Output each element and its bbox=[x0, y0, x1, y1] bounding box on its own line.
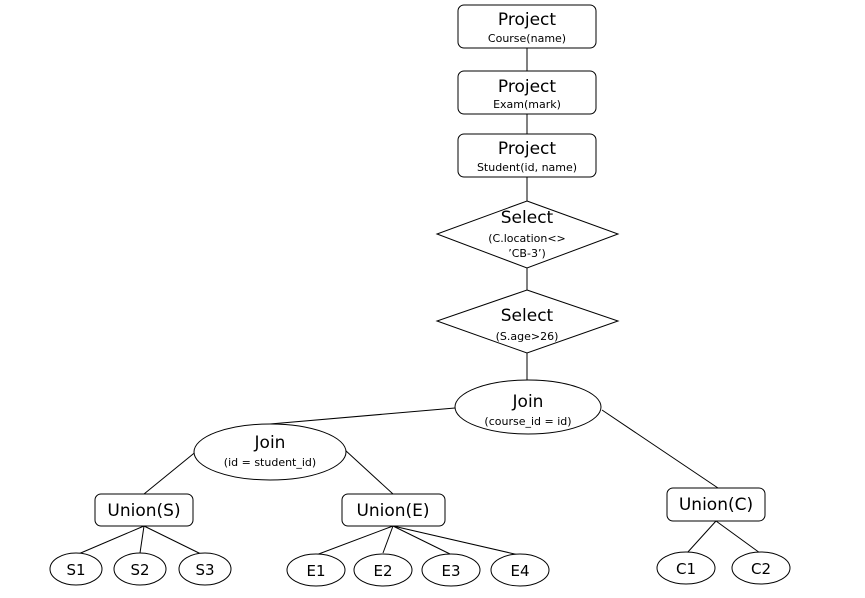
leaf-c1-label: C1 bbox=[676, 560, 696, 578]
edge-union-s-to-s3 bbox=[143, 525, 204, 556]
select-age-node: Select (S.age>26) bbox=[435, 289, 620, 354]
project-exam-box bbox=[457, 70, 597, 115]
project-student-title: Project bbox=[498, 139, 556, 159]
leaf-e3: E3 bbox=[421, 553, 481, 587]
project-course-box bbox=[457, 4, 597, 49]
union-e-node: Union(E) bbox=[341, 493, 446, 527]
project-course-title: Project bbox=[498, 10, 556, 30]
select-age-diamond bbox=[435, 289, 620, 354]
edge-join-student-to-union-e bbox=[344, 449, 394, 495]
project-exam-title: Project bbox=[498, 77, 556, 97]
edge-union-s-to-s2 bbox=[139, 525, 145, 554]
leaf-c2: C2 bbox=[731, 551, 791, 585]
leaf-e2-label: E2 bbox=[373, 562, 392, 580]
select-location-diamond bbox=[435, 200, 620, 269]
select-location-condition-line1: (C.location<> bbox=[488, 232, 566, 245]
leaf-e3-label: E3 bbox=[441, 562, 460, 580]
select-age-title: Select bbox=[501, 306, 554, 326]
edge-union-s-to-s1 bbox=[75, 525, 145, 556]
leaf-s1-label: S1 bbox=[66, 561, 85, 579]
leaf-s2-ellipse bbox=[113, 552, 167, 586]
join-student-title: Join bbox=[254, 433, 286, 453]
union-e-box bbox=[341, 493, 446, 527]
leaf-e3-ellipse bbox=[421, 553, 481, 587]
leaf-e4-ellipse bbox=[490, 553, 550, 587]
join-course-condition: (course_id = id) bbox=[484, 415, 571, 428]
join-course-title: Join bbox=[512, 392, 544, 412]
leaf-c1-ellipse bbox=[656, 551, 716, 585]
edge-union-e-to-e3 bbox=[392, 525, 451, 555]
join-course-ellipse bbox=[454, 379, 602, 435]
select-location-title: Select bbox=[501, 208, 554, 228]
join-course-node: Join (course_id = id) bbox=[454, 379, 602, 435]
leaf-s1: S1 bbox=[49, 552, 103, 586]
union-c-node: Union(C) bbox=[666, 487, 766, 522]
edge-union-e-to-e1 bbox=[315, 525, 394, 556]
edges bbox=[75, 48, 761, 556]
leaf-s2: S2 bbox=[113, 552, 167, 586]
leaf-s3-ellipse bbox=[178, 552, 232, 586]
leaf-c1: C1 bbox=[656, 551, 716, 585]
project-exam-subtitle: Exam(mark) bbox=[493, 98, 561, 111]
union-s-node: Union(S) bbox=[94, 493, 194, 527]
project-student-node: Project Student(id, name) bbox=[457, 133, 597, 178]
select-location-condition-line2: ’CB-3’) bbox=[508, 247, 545, 260]
project-student-subtitle: Student(id, name) bbox=[477, 161, 577, 174]
edge-union-e-to-e2 bbox=[382, 525, 394, 554]
leaf-e4: E4 bbox=[490, 553, 550, 587]
project-course-subtitle: Course(name) bbox=[488, 32, 566, 45]
leaf-e4-label: E4 bbox=[510, 562, 529, 580]
union-c-label: Union(C) bbox=[679, 495, 753, 515]
leaf-c2-label: C2 bbox=[751, 560, 771, 578]
edge-join-course-to-union-c bbox=[601, 409, 719, 489]
leaf-e2: E2 bbox=[353, 553, 413, 587]
union-c-box bbox=[666, 487, 766, 522]
union-e-label: Union(E) bbox=[356, 501, 429, 521]
join-student-ellipse bbox=[193, 423, 347, 481]
join-student-node: Join (id = student_id) bbox=[193, 423, 347, 481]
leaf-s3: S3 bbox=[178, 552, 232, 586]
leaf-e1-label: E1 bbox=[306, 562, 325, 580]
edge-union-c-to-c2 bbox=[715, 520, 761, 554]
leaf-s2-label: S2 bbox=[130, 561, 149, 579]
leaf-e1-ellipse bbox=[286, 553, 346, 587]
project-exam-node: Project Exam(mark) bbox=[457, 70, 597, 115]
edge-union-e-to-e4 bbox=[392, 525, 520, 556]
union-s-label: Union(S) bbox=[107, 501, 180, 521]
select-location-node: Select (C.location<> ’CB-3’) bbox=[435, 200, 620, 269]
leaf-e1: E1 bbox=[286, 553, 346, 587]
project-course-node: Project Course(name) bbox=[457, 4, 597, 49]
leaf-s1-ellipse bbox=[49, 552, 103, 586]
edge-join-student-to-union-s bbox=[143, 449, 199, 495]
leaf-s3-label: S3 bbox=[195, 561, 214, 579]
leaf-c2-ellipse bbox=[731, 551, 791, 585]
leaf-e2-ellipse bbox=[353, 553, 413, 587]
join-student-condition: (id = student_id) bbox=[224, 456, 316, 469]
select-age-condition: (S.age>26) bbox=[496, 330, 559, 343]
edge-union-c-to-c1 bbox=[686, 520, 717, 554]
project-student-box bbox=[457, 133, 597, 178]
union-s-box bbox=[94, 493, 194, 527]
edge-join-course-to-join-student bbox=[269, 407, 456, 425]
